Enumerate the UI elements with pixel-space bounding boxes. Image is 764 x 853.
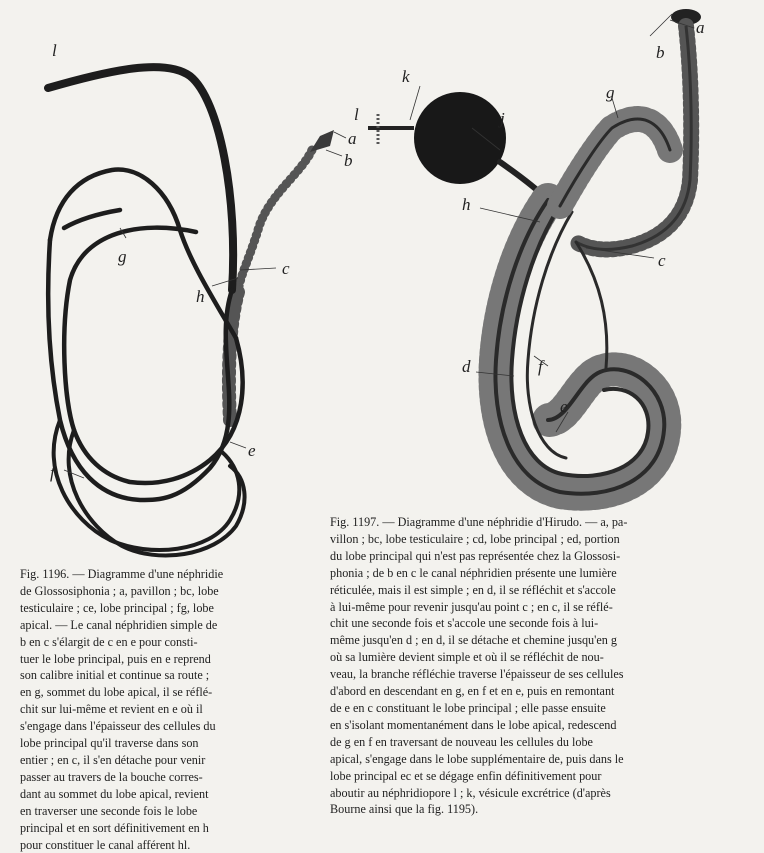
figure-1197-drawing: a b g k l j h c d f e bbox=[354, 9, 705, 494]
caption-line: dant au sommet du lobe apical, revient bbox=[20, 786, 322, 803]
caption-line: où sa lumière devient simple et où il se… bbox=[330, 649, 750, 666]
caption-line: Fig. 1197. — Diagramme d'une néphridie d… bbox=[330, 514, 750, 531]
caption-line: même jusqu'en d ; en d, il se détache et… bbox=[330, 632, 750, 649]
caption-line: villon ; bc, lobe testiculaire ; cd, lob… bbox=[330, 531, 750, 548]
caption-line: phonia ; de b en c le canal néphridien p… bbox=[330, 565, 750, 582]
label-b-1197: b bbox=[656, 43, 665, 62]
caption-line: aboutir au néphridiopore l ; k, vésicule… bbox=[330, 785, 750, 802]
figure-1196-drawing: l a b c h g e f bbox=[48, 41, 357, 556]
label-l-1196: l bbox=[52, 41, 57, 60]
label-l-1197: l bbox=[354, 105, 359, 124]
caption-line: testiculaire ; ce, lobe principal ; fg, … bbox=[20, 600, 322, 617]
caption-line: apical. — Le canal néphridien simple de bbox=[20, 617, 322, 634]
vesicle-k bbox=[414, 92, 506, 184]
caption-line: en s'isolant momentanément dans le lobe … bbox=[330, 717, 750, 734]
caption-line: à lui-même pour revenir jusqu'au point c… bbox=[330, 599, 750, 616]
caption-line: principal et en sort définitivement en h bbox=[20, 820, 322, 837]
caption-line: chit une seconde fois et s'accole une se… bbox=[330, 615, 750, 632]
caption-line: de Glossosiphonia ; a, pavillon ; bc, lo… bbox=[20, 583, 322, 600]
caption-line: en g, sommet du lobe apical, il se réflé… bbox=[20, 684, 322, 701]
caption-line: b en c s'élargit de c en e pour consti- bbox=[20, 634, 322, 651]
caption-line: chit sur lui-même et revient en e où il bbox=[20, 701, 322, 718]
caption-line: lobe principal qu'il traverse dans son bbox=[20, 735, 322, 752]
label-c-1197: c bbox=[658, 251, 666, 270]
caption-line: son calibre initial et continue sa route… bbox=[20, 667, 322, 684]
label-h-1197: h bbox=[462, 195, 471, 214]
caption-fig-1197: Fig. 1197. — Diagramme d'une néphridie d… bbox=[330, 514, 750, 818]
label-g-1197: g bbox=[606, 83, 615, 102]
label-f-1197: f bbox=[538, 357, 545, 376]
pavillon-1196 bbox=[310, 130, 334, 152]
label-b-1196: b bbox=[344, 151, 353, 170]
caption-line: veau, la branche réfléchie traverse l'ép… bbox=[330, 666, 750, 683]
caption-line: de g en f en traversant de nouveau les c… bbox=[330, 734, 750, 751]
caption-line: de e en c constituant le lobe principal … bbox=[330, 700, 750, 717]
caption-line: Fig. 1196. — Diagramme d'une néphridie bbox=[20, 566, 322, 583]
label-h-1196: h bbox=[196, 287, 205, 306]
caption-line: réticulée, mais il est simple ; en d, il… bbox=[330, 582, 750, 599]
caption-line: du lobe principal qui n'est pas représen… bbox=[330, 548, 750, 565]
label-a-1196: a bbox=[348, 129, 357, 148]
caption-line: passer au travers de la bouche corres- bbox=[20, 769, 322, 786]
caption-line: Bourne ainsi que la fig. 1195). bbox=[330, 801, 750, 818]
caption-line: en traverser une seconde fois le lobe bbox=[20, 803, 322, 820]
caption-line: entier ; en c, il s'en détache pour veni… bbox=[20, 752, 322, 769]
caption-line: d'abord en descendant en g, en f et en e… bbox=[330, 683, 750, 700]
label-g-1196: g bbox=[118, 247, 127, 266]
label-e-1197: e bbox=[560, 397, 568, 416]
label-j-1197: j bbox=[498, 109, 505, 128]
label-e-1196: e bbox=[248, 441, 256, 460]
label-a-1197: a bbox=[696, 18, 705, 37]
caption-line: apical, s'engage dans le lobe supplément… bbox=[330, 751, 750, 768]
caption-line: lobe principal ec et se dégage enfin déf… bbox=[330, 768, 750, 785]
label-k-1197: k bbox=[402, 67, 410, 86]
caption-line: s'engage dans l'épaisseur des cellules d… bbox=[20, 718, 322, 735]
label-d-1197: d bbox=[462, 357, 471, 376]
caption-line: tuer le lobe principal, puis en e repren… bbox=[20, 651, 322, 668]
caption-line: pour constituer le canal afférent hl. bbox=[20, 837, 322, 853]
label-c-1196: c bbox=[282, 259, 290, 278]
